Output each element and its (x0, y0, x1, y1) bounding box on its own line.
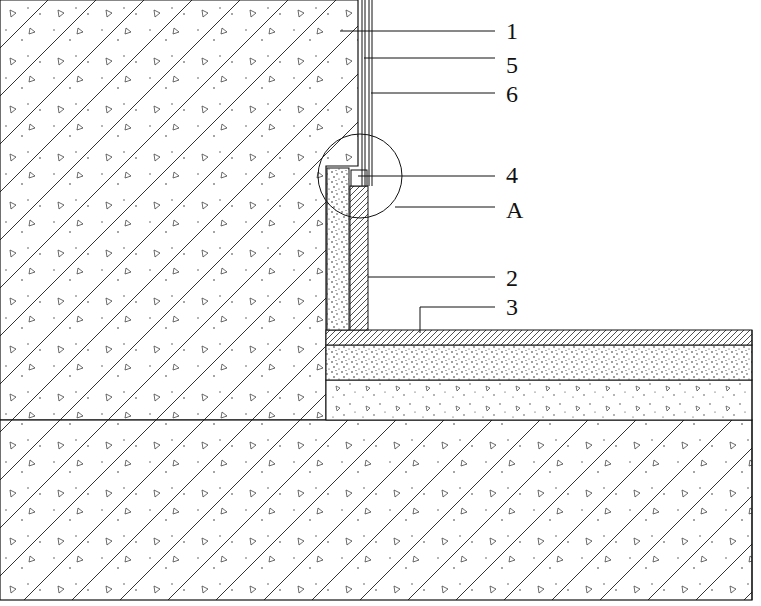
callout-number: 5 (504, 52, 520, 78)
callout-number: 4 (504, 162, 520, 188)
callout-number: 2 (504, 265, 520, 291)
callout-number: 1 (504, 18, 520, 44)
callout-number: 3 (504, 294, 520, 320)
callout-number: 6 (504, 81, 520, 107)
callout-number: A (504, 197, 525, 223)
